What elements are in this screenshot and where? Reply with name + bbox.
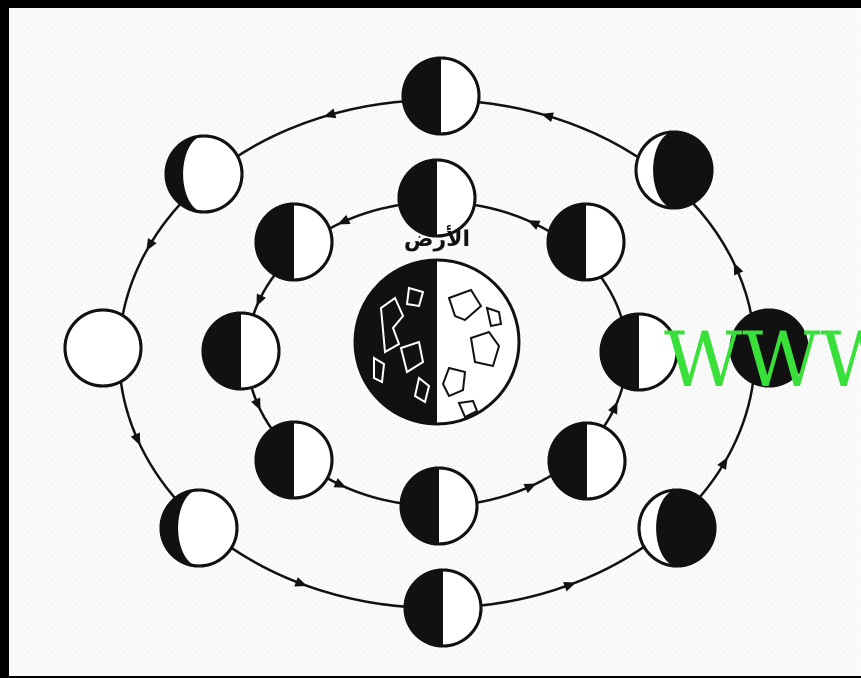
moon-phases-diagram: الأرض WWW: [9, 8, 861, 676]
inner-moon-6: [256, 422, 332, 498]
outer-moon-2: [636, 132, 712, 208]
outer-moon-4: [639, 490, 715, 566]
earth-label: الأرض: [404, 224, 470, 252]
outer-moon-6: [161, 490, 237, 566]
inner-moon-2: [548, 204, 624, 280]
outer-moon-7: [65, 310, 141, 386]
diagram-frame: الأرض WWW: [9, 8, 861, 676]
outer-moon-5: [405, 570, 481, 646]
inner-moon-8: [256, 204, 332, 280]
inner-moon-7: [203, 313, 279, 389]
inner-moon-1: [399, 160, 475, 236]
watermark: WWW: [664, 315, 861, 404]
inner-moon-5: [401, 468, 477, 544]
inner-moon-4: [549, 423, 625, 499]
earth: [355, 260, 519, 424]
outer-moon-1: [403, 58, 479, 134]
outer-moon-8: [166, 136, 242, 212]
